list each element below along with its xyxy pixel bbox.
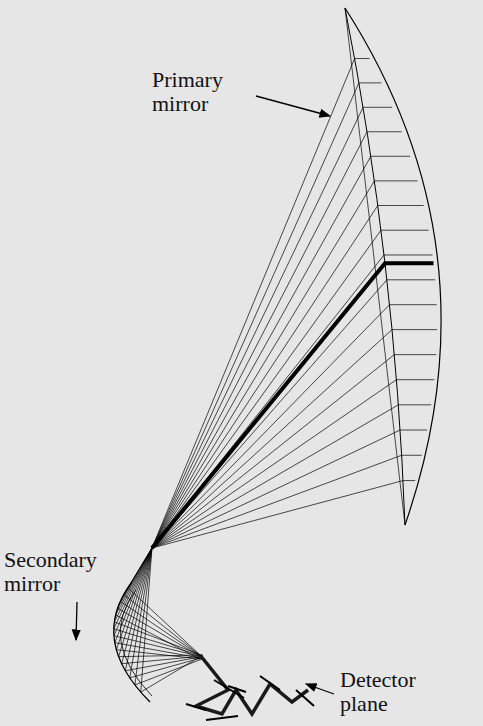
leader-arrow xyxy=(76,602,77,640)
folded-beam xyxy=(196,655,308,714)
ray xyxy=(152,230,381,548)
ray xyxy=(141,548,152,692)
ray xyxy=(381,230,429,231)
ray xyxy=(394,354,436,355)
ray xyxy=(141,655,203,692)
ray xyxy=(152,181,374,548)
ray xyxy=(119,548,152,657)
ray xyxy=(152,156,371,548)
ray xyxy=(396,379,434,380)
ray-fan xyxy=(114,8,437,692)
fold-optics xyxy=(186,655,314,720)
ray xyxy=(374,180,417,181)
primary-mirror-inner xyxy=(345,8,405,525)
ray xyxy=(345,8,405,525)
ray xyxy=(114,548,152,629)
ray xyxy=(363,107,392,108)
ray xyxy=(355,58,370,59)
detector xyxy=(296,690,314,706)
ray xyxy=(390,304,437,305)
ray xyxy=(371,156,410,157)
ray xyxy=(152,405,398,548)
ray xyxy=(130,658,201,678)
part-label: Primary mirror xyxy=(152,68,248,116)
ray xyxy=(152,59,355,548)
fold-mirror xyxy=(186,704,206,710)
ray xyxy=(114,548,152,622)
ray xyxy=(152,83,359,548)
primary-mirror-outer xyxy=(345,8,441,525)
fold-mirror xyxy=(260,676,280,690)
ray xyxy=(403,480,415,481)
ray xyxy=(116,615,200,659)
ray xyxy=(152,481,403,548)
ray xyxy=(135,659,202,685)
ray xyxy=(387,279,435,280)
ray xyxy=(114,636,203,657)
part-label: Detector plane xyxy=(340,668,450,716)
ray xyxy=(114,622,201,655)
ray xyxy=(152,355,394,548)
ray xyxy=(367,131,402,132)
leader-arrow xyxy=(306,684,334,694)
ray xyxy=(384,254,432,255)
ray xyxy=(119,655,202,657)
fold-mirror xyxy=(228,686,246,692)
ray xyxy=(400,430,427,431)
ray xyxy=(378,205,424,206)
ray xyxy=(398,404,431,405)
chief-ray xyxy=(152,263,434,548)
ray xyxy=(135,548,152,685)
ray xyxy=(152,430,400,548)
ray xyxy=(130,548,152,678)
ray xyxy=(359,82,381,83)
ray xyxy=(392,329,437,330)
leader-arrow xyxy=(256,96,330,116)
ray xyxy=(402,455,422,456)
part-label: Secondary mirror xyxy=(4,548,122,596)
ray xyxy=(152,330,392,548)
ray xyxy=(116,548,152,650)
fold-mirror xyxy=(206,716,238,720)
ray xyxy=(152,305,390,548)
ray xyxy=(152,380,396,548)
